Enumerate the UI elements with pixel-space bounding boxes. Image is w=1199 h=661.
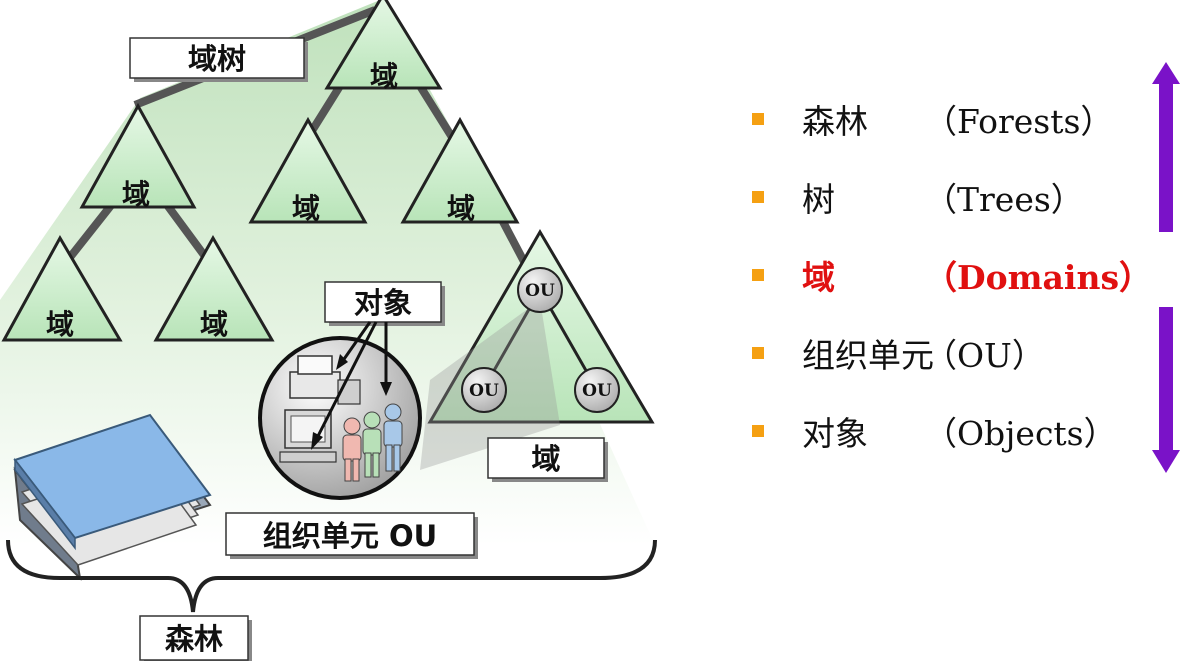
domain-triangle-mid-right bbox=[400, 116, 520, 224]
ou-box-label: 组织单元 OU bbox=[263, 519, 437, 553]
forest-brace bbox=[6, 539, 657, 613]
list-item-ou: 组织单元 （OU） bbox=[752, 314, 1152, 392]
item-cn: 树 bbox=[802, 180, 835, 219]
item-cn: 森林 bbox=[802, 102, 868, 141]
domain-label-mid-right: 域 bbox=[447, 192, 475, 225]
list-item-forests: 森林 （Forests） bbox=[752, 80, 1152, 158]
ou-box bbox=[225, 512, 475, 556]
domain-tree-label: 域树 bbox=[188, 42, 246, 76]
item-en: （OU） bbox=[924, 336, 1045, 375]
objects-arrows bbox=[314, 321, 388, 441]
domain-box bbox=[487, 437, 605, 479]
domain-label-mid-center: 域 bbox=[292, 192, 320, 225]
domain-triangle-mid-left bbox=[79, 102, 197, 209]
ou-node-left bbox=[461, 367, 507, 413]
item-cn: 对象 bbox=[802, 414, 868, 453]
domain-label-mid-left: 域 bbox=[122, 178, 150, 211]
item-en: （Domains） bbox=[924, 258, 1153, 297]
domain-label-bottom-right: 域 bbox=[200, 308, 228, 341]
ou-node-top-label: OU bbox=[525, 281, 555, 301]
list-item-domains: 域 （Domains） bbox=[752, 236, 1152, 314]
printer-icon bbox=[289, 355, 361, 405]
ou-node-left-label: OU bbox=[469, 381, 499, 401]
users-icon bbox=[342, 403, 403, 482]
objects-label: 对象 bbox=[354, 286, 412, 320]
domain-tree-box bbox=[129, 37, 305, 79]
domain-triangle-bottom-left bbox=[1, 234, 123, 342]
list-item-objects: 对象 （Objects） bbox=[752, 392, 1152, 470]
domain-box-label: 域 bbox=[531, 442, 560, 476]
down-arrow-icon bbox=[1152, 307, 1180, 473]
up-arrow-icon bbox=[1152, 62, 1180, 232]
binder-icon bbox=[13, 413, 212, 581]
bullet-icon bbox=[752, 191, 764, 203]
bullet-icon bbox=[752, 425, 764, 437]
objects-box bbox=[324, 281, 442, 323]
domain-triangle-bottom-right bbox=[153, 234, 275, 342]
item-en: （Forests） bbox=[924, 102, 1114, 141]
domain-triangle-mid-center bbox=[248, 116, 368, 224]
bullet-icon bbox=[752, 269, 764, 281]
domain-label-bottom-left: 域 bbox=[46, 308, 74, 341]
ou-node-right bbox=[574, 367, 620, 413]
item-cn: 域 bbox=[802, 258, 835, 297]
ou-node-top bbox=[517, 267, 563, 313]
domain-label-root: 域 bbox=[370, 60, 398, 93]
bullet-icon bbox=[752, 347, 764, 359]
forest-box bbox=[139, 615, 249, 661]
bullet-icon bbox=[752, 113, 764, 125]
domain-triangle-root bbox=[324, 0, 443, 90]
item-en: （Objects） bbox=[924, 414, 1117, 453]
hierarchy-list: 森林 （Forests） 树 （Trees） 域 （Domains） 组织单元 … bbox=[752, 80, 1152, 470]
item-cn: 组织单元 bbox=[802, 336, 934, 375]
list-item-trees: 树 （Trees） bbox=[752, 158, 1152, 236]
ou-node-right-label: OU bbox=[582, 381, 612, 401]
item-en: （Trees） bbox=[924, 180, 1084, 219]
forest-label: 森林 bbox=[165, 622, 223, 656]
ad-structure-diagram: 域 域 域 域 域 域 域树 OU OU OU 域 bbox=[0, 0, 657, 661]
